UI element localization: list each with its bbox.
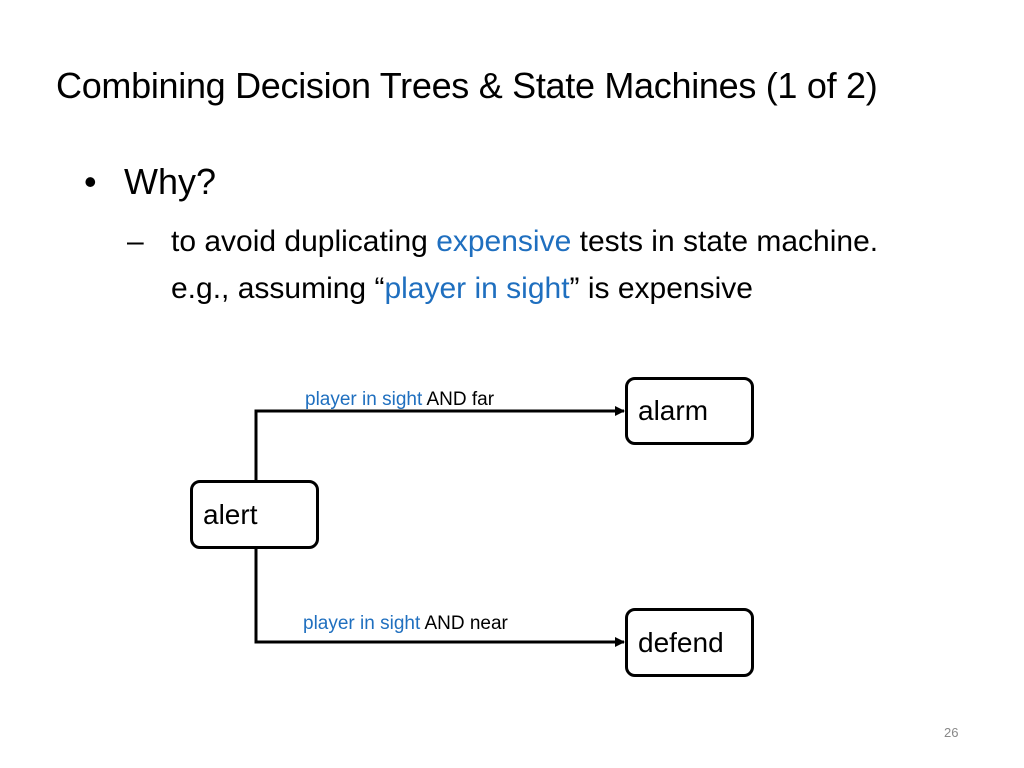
bullet-why-label: Why? <box>124 161 217 202</box>
state-defend-label: defend <box>638 626 724 658</box>
highlight-expensive: expensive <box>436 225 572 258</box>
state-alert-label: alert <box>203 498 258 530</box>
state-defend: defend <box>625 608 754 677</box>
edge-label-defend: player in sight AND near <box>303 613 508 635</box>
state-alarm-label: alarm <box>638 395 709 426</box>
state-alert: alert <box>190 480 319 549</box>
edge-alert-to-defend <box>254 548 625 647</box>
dash-icon: – <box>127 225 144 258</box>
bullet-why: • Why? <box>84 158 216 206</box>
edge-label-alarm-rest: AND far <box>422 389 495 410</box>
sub-bullet-reason: – to avoid duplicating expensive tests i… <box>127 218 887 312</box>
edge-alert-to-alarm <box>254 406 625 482</box>
edge-label-defend-condition: player in sight <box>303 613 421 634</box>
page-number: 26 <box>944 725 959 740</box>
sub-bullet-text-part-1: to avoid duplicating <box>171 225 437 258</box>
slide-title: Combining Decision Trees & State Machine… <box>56 65 878 106</box>
sub-bullet-text-part-3: tests in state machine. e.g., assuming “ <box>171 225 879 305</box>
state-alarm: alarm <box>625 377 754 445</box>
edge-label-defend-rest: AND near <box>420 613 508 634</box>
sub-bullet-text-part-5: ” is expensive <box>569 272 753 305</box>
edge-label-alarm-condition: player in sight <box>305 389 423 410</box>
edge-label-alarm: player in sight AND far <box>305 389 494 411</box>
bullet-dot-icon: • <box>84 161 97 202</box>
sub-bullet-text: to avoid duplicating expensive tests in … <box>171 218 887 312</box>
highlight-player-in-sight: player in sight <box>384 272 570 305</box>
